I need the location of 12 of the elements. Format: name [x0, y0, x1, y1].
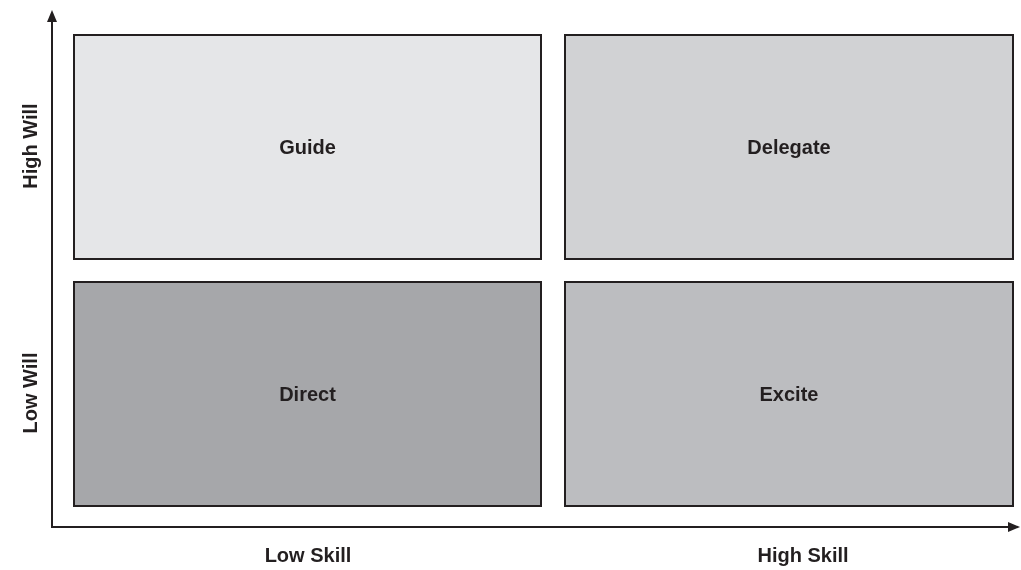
quadrant-label: Delegate [747, 135, 831, 159]
quadrant-label: Direct [279, 382, 336, 406]
axis-label: High Will [18, 103, 42, 189]
quadrant-box [73, 281, 542, 507]
axis-label: Low Will [18, 352, 42, 434]
quadrant-box [564, 281, 1014, 507]
axis-label: High Skill [757, 543, 849, 567]
quadrant-box [564, 34, 1014, 260]
quadrant-label: Guide [279, 135, 336, 159]
axis-label: Low Skill [264, 543, 352, 567]
quadrant-box [73, 34, 542, 260]
quadrant-label: Excite [759, 382, 819, 406]
